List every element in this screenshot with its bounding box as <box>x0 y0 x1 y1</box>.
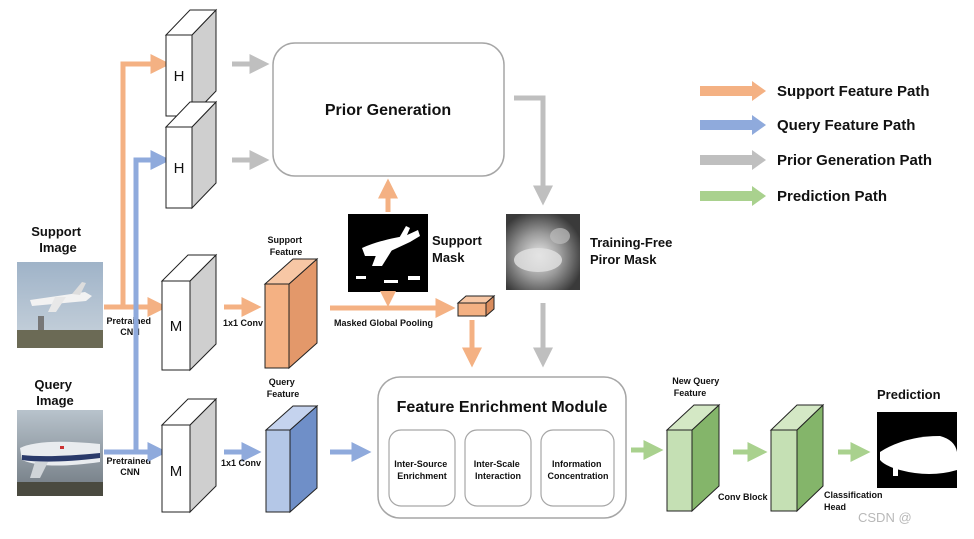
svg-text:H: H <box>174 68 185 85</box>
svg-text:M: M <box>170 463 183 480</box>
support-feature-label: Support Feature <box>267 235 304 257</box>
conv-block-label: Conv Block <box>718 492 769 502</box>
support-image <box>17 262 103 348</box>
conv-block-feature <box>769 403 825 513</box>
fem-sub-block-inter-scale: Inter-Scale Interaction <box>464 429 532 507</box>
legend-item-prior: Prior Generation Path <box>700 150 932 170</box>
pooling-label: Masked Global Pooling <box>334 318 433 328</box>
query-feature-label: Query Feature <box>267 377 300 399</box>
legend-item-support: Support Feature Path <box>700 81 930 101</box>
svg-text:Inter-Scale Interaction: Inter-Scale Interaction <box>474 459 523 481</box>
high-level-block-support: H <box>164 8 218 118</box>
fem-sub-block-information: Information Concentration <box>540 429 615 507</box>
mid-level-block-query: M <box>160 397 218 514</box>
query-to-high-arrow <box>133 150 171 452</box>
svg-text:Inter-Source Enrichment: Inter-Source Enrichment <box>394 459 450 481</box>
pretrained-cnn-support-label: Pretrained CNN <box>106 316 153 337</box>
svg-text:M: M <box>170 318 183 335</box>
prior-to-mask-arrow <box>514 95 553 206</box>
legend-item-prediction: Prediction Path <box>700 186 887 206</box>
training-free-prior-mask-image <box>506 214 580 290</box>
support-mask-label: Support Mask <box>432 233 485 265</box>
support-feature-block <box>263 257 319 370</box>
classification-head-label: Classification Head <box>824 490 885 512</box>
query-image <box>17 410 103 496</box>
svg-text:Prediction Path: Prediction Path <box>777 188 887 205</box>
support-to-high-arrow <box>120 54 171 307</box>
prototype-block <box>456 294 496 318</box>
prior-generation-title: Prior Generation <box>325 102 451 119</box>
svg-text:Information Concentratio: Information Concentration <box>547 459 608 481</box>
prediction-mask-image <box>877 412 957 488</box>
fem-sub-block-inter-source: Inter-Source Enrichment <box>388 429 456 507</box>
training-free-prior-mask-label: Training-Free Piror Mask <box>590 235 676 267</box>
prior-generation-box <box>272 42 505 177</box>
support-mask-image <box>348 214 428 292</box>
new-query-feature-label: New Query Feature <box>672 376 722 398</box>
svg-text:Prior Generation Path: Prior Generation Path <box>777 152 932 169</box>
support-conv-label: 1x1 Conv <box>223 318 263 328</box>
legend: Support Feature Path Query Feature Path … <box>700 81 932 206</box>
support-image-label: Support Image <box>31 224 84 255</box>
query-image-label: Query Image <box>34 377 75 408</box>
watermark: CSDN @ <box>858 510 912 525</box>
new-query-feature-block <box>665 403 721 513</box>
query-conv-label: 1x1 Conv <box>221 458 261 468</box>
svg-text:Query Feature Path: Query Feature Path <box>777 117 915 134</box>
legend-item-query: Query Feature Path <box>700 115 915 135</box>
high-level-block-query: H <box>164 100 218 210</box>
pretrained-cnn-query-label: Pretrained CNN <box>106 456 153 477</box>
svg-text:Support Feature Path: Support Feature Path <box>777 83 930 100</box>
mid-level-block-support: M <box>160 253 218 372</box>
prediction-label: Prediction <box>877 387 941 402</box>
fem-title: Feature Enrichment Module <box>397 399 608 416</box>
query-feature-block <box>264 404 319 514</box>
svg-text:H: H <box>174 160 185 177</box>
